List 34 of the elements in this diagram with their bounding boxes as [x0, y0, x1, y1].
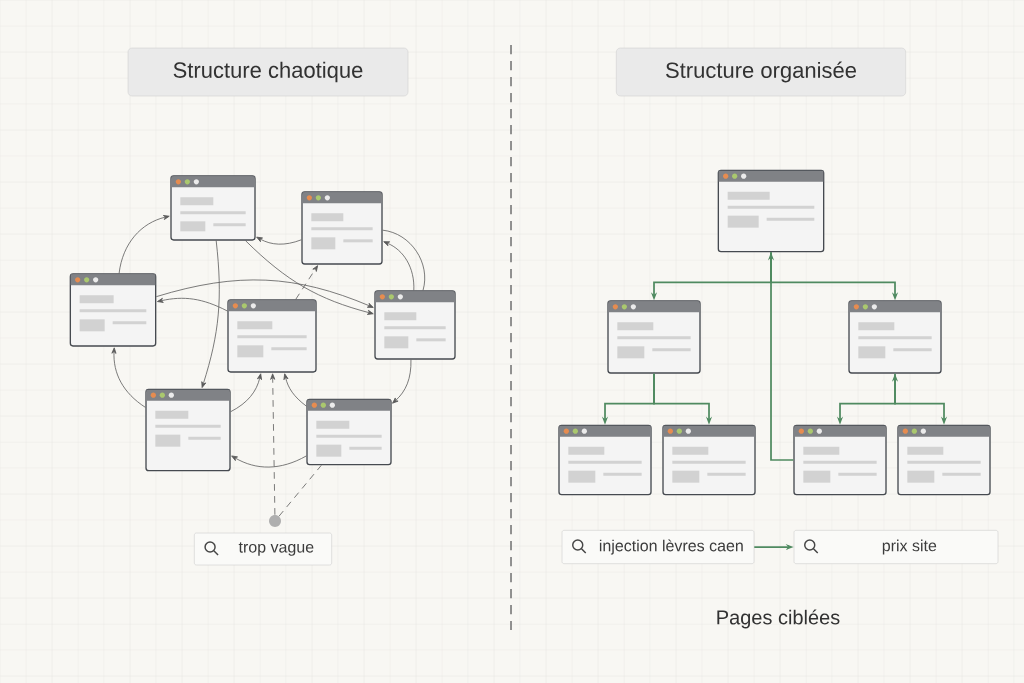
arrow: [201, 240, 220, 388]
caption-text: Pages ciblées: [717, 609, 840, 629]
heading-box: Structure organisée: [616, 47, 906, 97]
arrow: [383, 241, 415, 291]
arrow: [392, 359, 412, 404]
arrow: [270, 373, 276, 516]
search-box: injection lèvres caen: [561, 530, 755, 564]
arrow: [111, 347, 146, 408]
arrow: [155, 279, 374, 308]
browser-window: [662, 424, 756, 496]
heading-box: Structure chaotique: [127, 47, 409, 97]
browser-window: [848, 300, 942, 374]
browser-window: [793, 424, 887, 496]
browser-window: [306, 398, 392, 466]
browser-window: [717, 169, 825, 253]
arrow: [283, 373, 307, 407]
browser-window: [607, 300, 701, 374]
browser-window: [69, 273, 157, 347]
browser-window: [145, 388, 231, 472]
arrow: [256, 236, 302, 245]
browser-window: [374, 290, 456, 360]
browser-window: [170, 175, 256, 241]
browser-window: [897, 424, 991, 496]
arrow: [295, 265, 318, 300]
search-box: prix site: [793, 530, 999, 564]
browser-window: [227, 299, 317, 373]
arrow: [245, 240, 374, 315]
arrow: [231, 455, 307, 468]
arrow: [230, 373, 262, 413]
browser-window: [558, 424, 652, 496]
arrow: [118, 215, 170, 274]
arrow: [157, 297, 228, 312]
browser-window: [301, 191, 383, 265]
search-box: trop vague: [194, 532, 332, 566]
